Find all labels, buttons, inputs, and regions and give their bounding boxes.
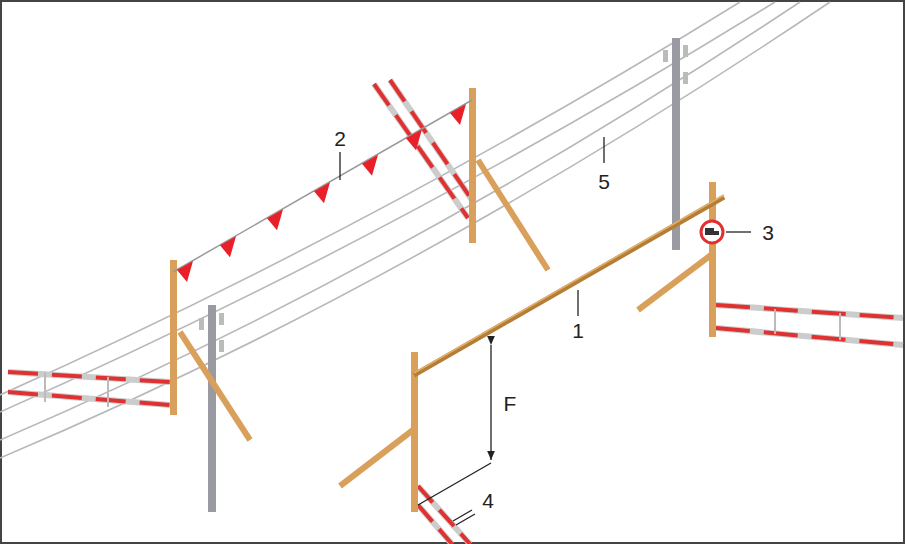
warning-flag [177,261,193,282]
power-pole [199,305,224,512]
callout-number: 2 [332,128,348,149]
callout-number: 3 [760,222,776,243]
barrier-rail [374,80,472,218]
callout-number: F [502,393,519,414]
warning-flag [362,155,378,176]
height-limit-sign [701,221,723,243]
dimension-line [418,345,491,505]
warning-flag [220,236,236,257]
barrier-rail [8,372,170,407]
callout-number: 5 [596,171,612,192]
callout-number: 4 [480,490,496,511]
warning-flag [406,129,422,150]
warning-flag [267,209,283,230]
barrier-rail [716,305,903,345]
height-gate [340,182,724,512]
leader-line [340,137,751,525]
callout-number: 1 [570,320,586,341]
warning-flag [314,182,330,203]
warning-flag [450,104,466,125]
